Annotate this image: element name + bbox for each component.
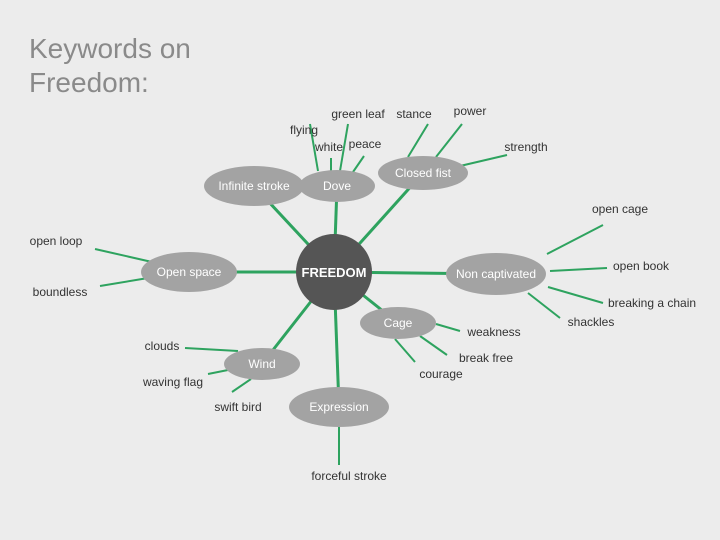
node-bubble bbox=[289, 387, 389, 427]
node-bubble bbox=[360, 307, 436, 339]
node-bubble bbox=[141, 252, 237, 292]
leaf-keyword: open book bbox=[613, 259, 670, 273]
leaf-keyword: green leaf bbox=[331, 107, 385, 121]
leaf-connector bbox=[459, 154, 508, 167]
node-bubble bbox=[224, 348, 300, 380]
center-circle bbox=[296, 234, 372, 310]
node-fist: Closed fist bbox=[378, 156, 468, 190]
leaf-keyword: forceful stroke bbox=[311, 469, 387, 483]
node-label: Open space bbox=[157, 265, 222, 279]
title-line-1: Keywords on bbox=[29, 33, 191, 64]
leaf-connector bbox=[435, 323, 461, 332]
node-label: Cage bbox=[384, 316, 413, 330]
node-infinite: Infinite stroke bbox=[204, 166, 304, 206]
leaf-connector bbox=[352, 155, 365, 173]
node-label: Infinite stroke bbox=[218, 179, 290, 193]
leaf-keyword: flying bbox=[290, 123, 318, 137]
leaf-keyword: clouds bbox=[145, 339, 180, 353]
leaf-keyword: weakness bbox=[466, 325, 520, 339]
center-node: FREEDOM bbox=[296, 234, 372, 310]
nodes: flying white green leaf peace stance power str… bbox=[30, 104, 696, 483]
center-label: FREEDOM bbox=[302, 265, 367, 280]
leaf-connector bbox=[435, 123, 463, 158]
leaf-connector bbox=[419, 335, 448, 356]
leaf-keyword: power bbox=[454, 104, 487, 118]
leaf-connector bbox=[184, 347, 239, 352]
node-label: Closed fist bbox=[395, 166, 452, 180]
leaf-connector bbox=[231, 378, 252, 393]
leaf-connector bbox=[99, 277, 149, 287]
node-bubble bbox=[446, 253, 546, 295]
node-bubble bbox=[378, 156, 468, 190]
leaf-connector bbox=[527, 292, 561, 319]
leaf-keyword: shackles bbox=[568, 315, 615, 329]
leaf-connector bbox=[407, 123, 429, 158]
leaf-keyword: swift bird bbox=[214, 400, 261, 414]
leaf-keyword: boundless bbox=[33, 285, 88, 299]
node-bubble bbox=[299, 170, 375, 202]
node-label: Wind bbox=[248, 357, 275, 371]
node-wind: Wind bbox=[224, 348, 300, 380]
leaf-connector bbox=[309, 123, 319, 172]
leaf-keyword: courage bbox=[419, 367, 463, 381]
leaf-keyword: break free bbox=[459, 351, 513, 365]
node-openspace: Open space bbox=[141, 252, 237, 292]
leaf-keyword: breaking a chain bbox=[608, 296, 696, 310]
leaf-keyword: open cage bbox=[592, 202, 648, 216]
leaf-connector bbox=[549, 267, 608, 272]
leaf-keyword: open loop bbox=[30, 234, 83, 248]
leaf-keyword: stance bbox=[396, 107, 432, 121]
title-line-2: Freedom: bbox=[29, 67, 149, 98]
node-label: Non captivated bbox=[456, 267, 536, 281]
node-expression: Expression bbox=[289, 387, 389, 427]
node-dove: Dove bbox=[299, 170, 375, 202]
leaf-keyword: white bbox=[314, 140, 343, 154]
leaf-connector bbox=[207, 369, 229, 375]
leaf-connector bbox=[339, 123, 349, 172]
leaf-connector bbox=[546, 224, 604, 255]
leaf-keyword: strength bbox=[504, 140, 547, 154]
leaf-keyword: waving flag bbox=[142, 375, 203, 389]
node-noncapt: Non captivated bbox=[446, 253, 546, 295]
leaf-connector bbox=[94, 248, 153, 263]
node-cage: Cage bbox=[360, 307, 436, 339]
leaf-keyword: peace bbox=[349, 137, 382, 151]
leaf-connector bbox=[547, 286, 604, 304]
node-label: Dove bbox=[323, 179, 351, 193]
node-bubble bbox=[204, 166, 304, 206]
leaf-connector bbox=[394, 338, 416, 363]
connector-lines bbox=[94, 123, 608, 465]
node-label: Expression bbox=[309, 400, 368, 414]
